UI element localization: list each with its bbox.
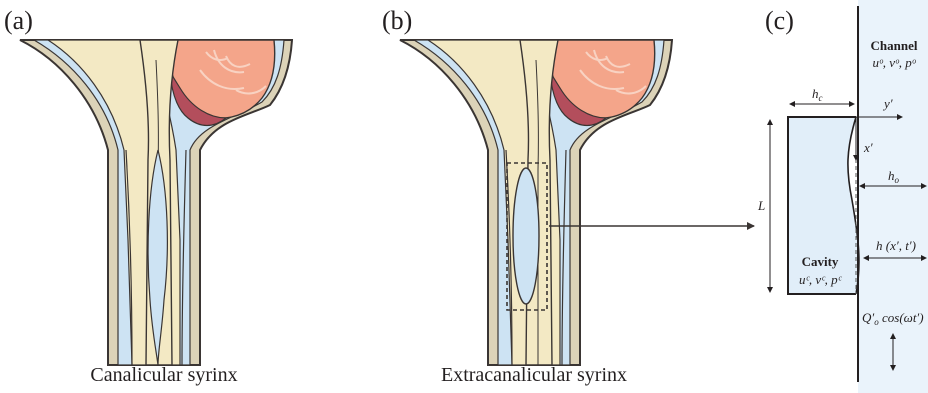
cavity-title: Cavity: [802, 254, 839, 269]
h-func-label: h (x′, t′): [876, 238, 916, 253]
channel-vars: uᵒ, vᵒ, pᵒ: [873, 55, 917, 70]
flux-label: Q′o cos(ωt′): [862, 310, 924, 327]
panel-c: (c) y′ x′ hc L ho h (x′, t′) Channel: [757, 0, 928, 393]
panel-a: (a) Canalicular syrinx: [4, 6, 292, 386]
panel-a-caption: Canalicular syrinx: [90, 364, 237, 386]
cavity-vars: uᶜ, vᶜ, pᶜ: [799, 272, 843, 287]
channel-title: Channel: [871, 38, 918, 53]
panel-b-caption: Extracanalicular syrinx: [441, 364, 627, 386]
y-prime-label: y′: [882, 96, 893, 111]
panel-b: (b) Extracanalicular syrinx: [382, 6, 754, 386]
panel-c-label: (c): [765, 6, 794, 35]
panel-b-label: (b): [382, 6, 412, 35]
extracanalicular-syrinx: [513, 168, 539, 304]
x-prime-label: x′: [863, 140, 873, 155]
panel-a-label: (a): [4, 6, 33, 35]
L-label: L: [757, 198, 765, 213]
hc-label: hc: [812, 86, 823, 103]
